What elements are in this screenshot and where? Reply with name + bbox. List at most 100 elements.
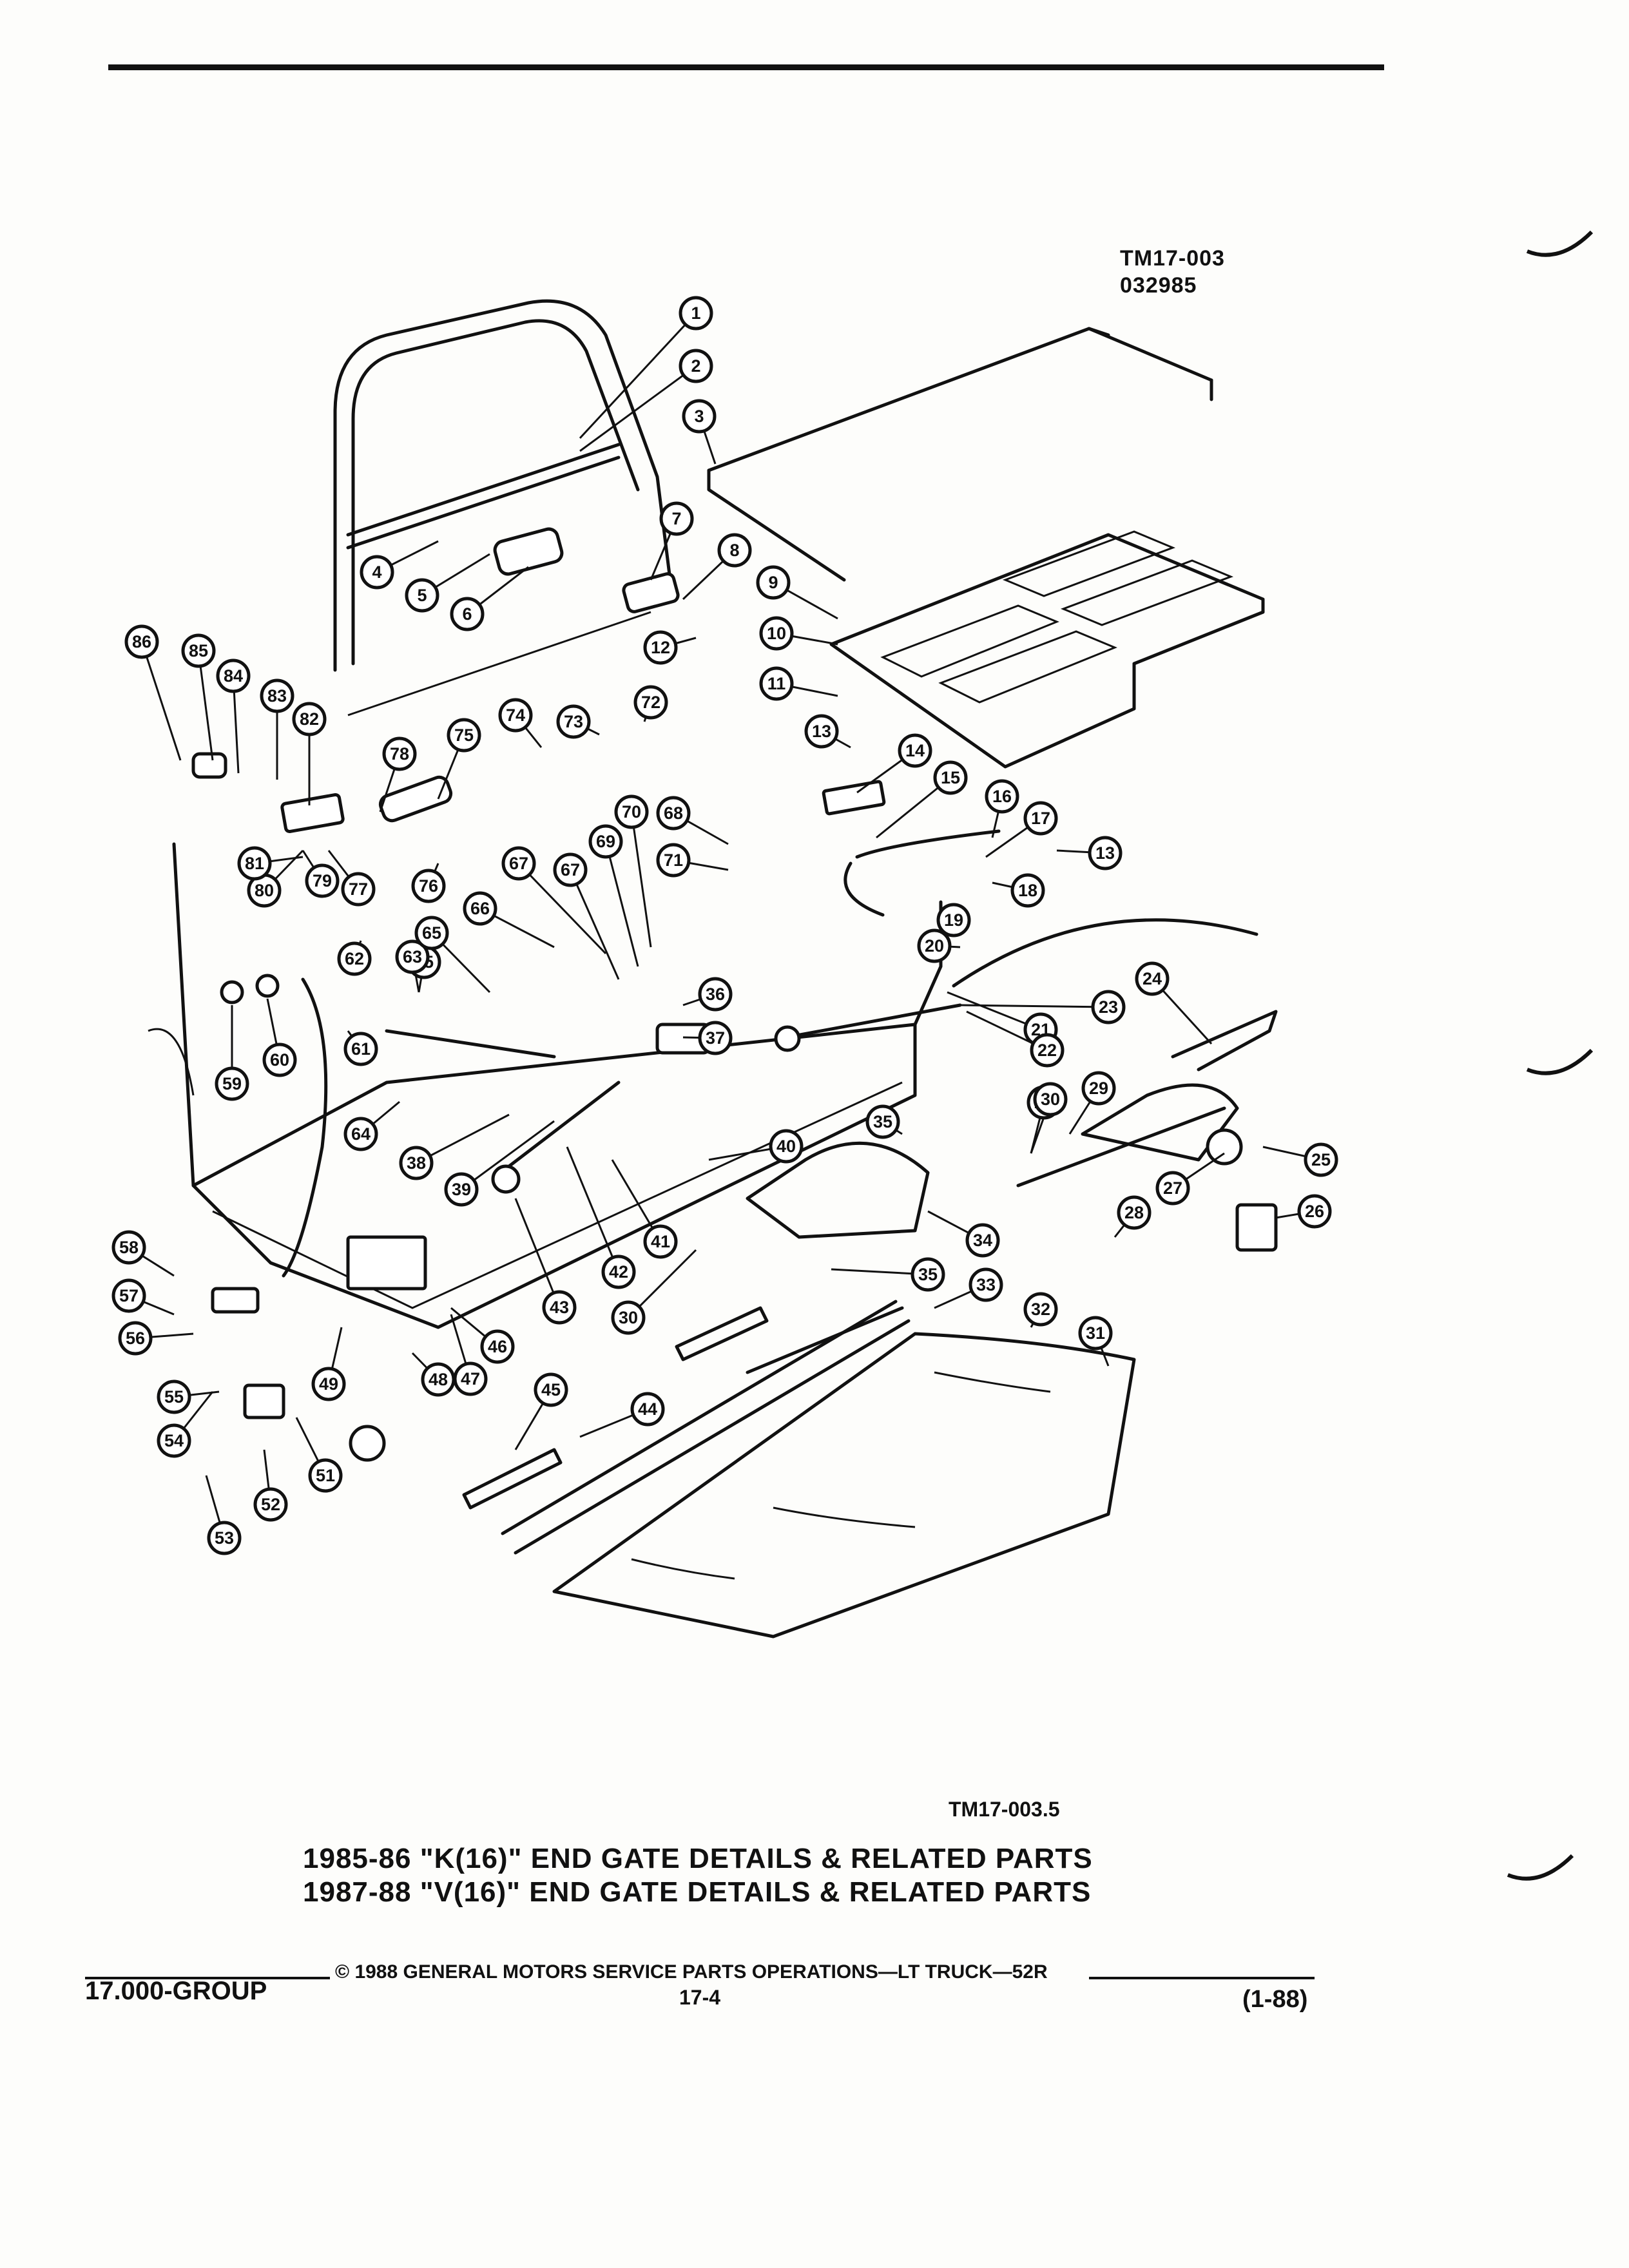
callout-75: 75 — [447, 718, 481, 753]
callout-67: 67 — [501, 846, 536, 881]
callout-number: 30 — [619, 1308, 638, 1327]
callout-balloon — [305, 863, 340, 898]
callout-balloon — [936, 903, 971, 937]
callout-number: 81 — [245, 854, 264, 873]
gate-rear-line — [172, 842, 195, 1187]
access-panel-slot-2 — [938, 630, 1117, 704]
callout-number: 13 — [812, 722, 831, 741]
callout-number: 61 — [351, 1039, 371, 1059]
callout-number: 9 — [768, 573, 778, 592]
plug-43 — [491, 1164, 521, 1194]
callout-balloon — [215, 1066, 249, 1101]
callout-35: 35 — [865, 1104, 900, 1139]
callout-balloon — [341, 872, 376, 907]
callout-leader-23 — [959, 1004, 1109, 1008]
callout-leader-39 — [461, 1120, 555, 1191]
callout-71: 71 — [656, 843, 691, 878]
callout-69: 69 — [588, 824, 623, 859]
callout-72: 72 — [633, 685, 668, 720]
hinge-26 — [1235, 1203, 1278, 1252]
callout-number: 13 — [1095, 843, 1115, 863]
callout-36: 36 — [698, 977, 733, 1012]
callout-balloon — [124, 624, 159, 659]
callout-number: 54 — [164, 1431, 184, 1450]
callout-41: 41 — [643, 1224, 678, 1259]
callout-45: 45 — [534, 1372, 568, 1407]
callout-77: 77 — [341, 872, 376, 907]
callout-number: 24 — [1142, 969, 1162, 988]
binding-mark-top — [1526, 230, 1594, 257]
callout-number: 72 — [641, 693, 660, 712]
glass-seal-2 — [707, 468, 846, 582]
door-lower-line — [347, 611, 651, 716]
callout-29: 29 — [1081, 1071, 1116, 1106]
cable-23 — [952, 918, 1258, 988]
regulator-arm-29 — [1016, 1106, 1226, 1187]
callout-balloon — [157, 1379, 191, 1414]
callout-balloon — [898, 733, 932, 768]
callout-balloon — [804, 714, 839, 749]
callout-balloon — [262, 1043, 297, 1077]
callout-leader-43 — [514, 1198, 561, 1308]
callout-balloon — [643, 1224, 678, 1259]
callout-48: 48 — [421, 1362, 456, 1397]
gate-body — [191, 1023, 917, 1329]
callout-balloon — [911, 1257, 945, 1292]
page-number: 17-4 — [679, 1986, 721, 2009]
callout-balloon — [399, 1146, 434, 1180]
access-panel-slot-1 — [880, 604, 1059, 678]
callout-number: 49 — [319, 1374, 338, 1394]
callout-11: 11 — [759, 666, 794, 701]
callout-balloon — [611, 1300, 646, 1335]
channel-32 — [501, 1300, 898, 1535]
binding-mark-bottom — [1507, 1854, 1574, 1881]
callout-balloon — [405, 578, 439, 613]
callout-82: 82 — [292, 702, 327, 736]
callout-81: 81 — [237, 846, 272, 881]
callout-balloon — [311, 1367, 346, 1401]
callout-balloon — [865, 1104, 900, 1139]
callout-19: 19 — [936, 903, 971, 937]
plug-22 — [774, 1025, 801, 1052]
callout-leader-67 — [517, 862, 607, 955]
callout-68: 68 — [656, 796, 691, 831]
callout-balloon — [656, 843, 691, 878]
callout-7: 7 — [659, 501, 694, 536]
callout-leaders — [128, 312, 1322, 1539]
copyright-notice: © 1988 GENERAL MOTORS SERVICE PARTS OPER… — [335, 1961, 1048, 1983]
callout-number: 83 — [267, 686, 287, 706]
callout-number: 63 — [403, 947, 422, 966]
callout-balloon — [382, 736, 417, 771]
callout-balloon — [553, 852, 588, 887]
callout-number: 18 — [1018, 881, 1037, 900]
access-panel-slot-4 — [1060, 559, 1234, 626]
callout-balloon — [759, 616, 794, 651]
callout-number: 65 — [422, 923, 441, 943]
callout-leader-2 — [579, 365, 697, 452]
callout-number: 78 — [390, 744, 409, 764]
regulator-sector-34 — [746, 1141, 930, 1239]
callout-70: 70 — [614, 794, 649, 829]
callout-25: 25 — [1304, 1142, 1338, 1177]
callout-number: 10 — [767, 624, 786, 643]
callout-number: 15 — [941, 768, 960, 787]
callout-balloon — [337, 941, 372, 976]
cable-19 — [843, 861, 885, 917]
callout-number: 77 — [349, 879, 368, 899]
drawing-date-code: 032985 — [1120, 273, 1197, 298]
window-channel — [346, 443, 621, 537]
callout-balloon — [253, 1487, 288, 1522]
callout-balloon — [207, 1521, 242, 1555]
callout-2: 2 — [679, 349, 713, 383]
callout-73: 73 — [556, 704, 591, 739]
callout-number: 42 — [609, 1262, 628, 1282]
cable-60 — [282, 977, 328, 1278]
callout-61: 61 — [343, 1032, 378, 1066]
callout-18: 18 — [1010, 873, 1045, 908]
callout-balloon — [1033, 1082, 1068, 1117]
callout-number: 37 — [706, 1028, 725, 1048]
callout-balloon — [463, 891, 497, 926]
callout-balloon — [395, 939, 430, 974]
door-frame-inner — [351, 319, 640, 666]
callout-balloon — [118, 1321, 153, 1356]
